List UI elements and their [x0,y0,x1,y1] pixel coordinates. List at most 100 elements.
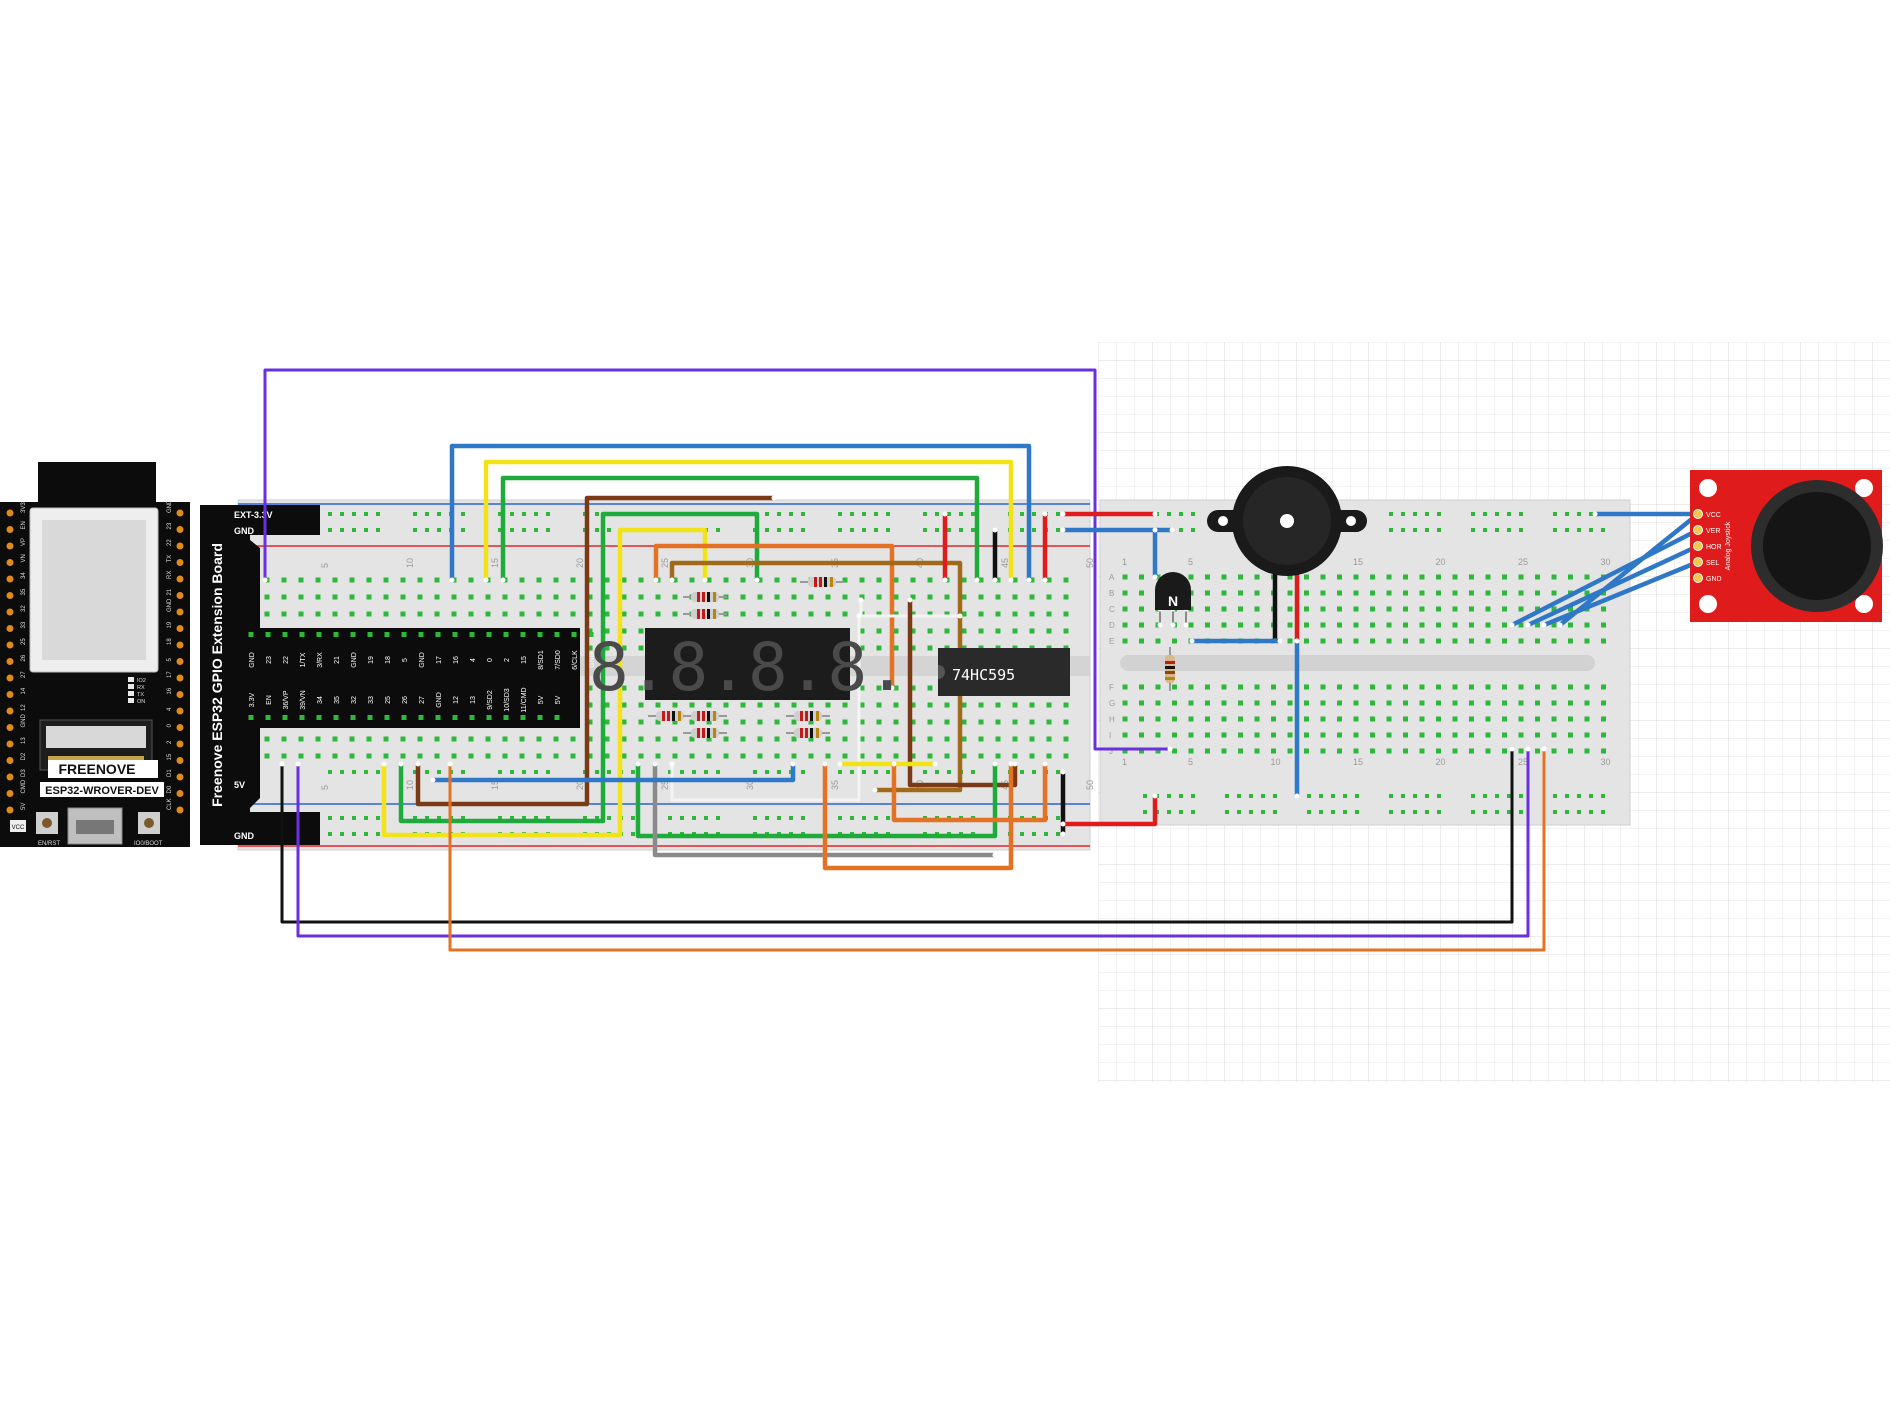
resistor [1165,647,1175,691]
wire-purple-long [296,747,1530,938]
svg-text:IO2: IO2 [137,678,146,684]
svg-text:VP: VP [21,538,27,546]
esp-pin [6,608,14,616]
svg-text:5V: 5V [538,695,545,704]
esp-pin [176,641,184,649]
header-pin [316,715,322,720]
svg-text:IO0/BOOT: IO0/BOOT [134,841,163,847]
svg-text:23: 23 [167,522,173,529]
header-pin [333,632,339,637]
svg-text:33: 33 [368,696,375,704]
svg-text:7/SD0: 7/SD0 [555,650,562,670]
esp-pin [176,773,184,781]
column-number: 25 [1518,557,1528,567]
column-number: 30 [745,780,755,790]
esp-pin [6,790,14,797]
wires [262,368,1701,952]
buzzer [1207,466,1367,576]
wire-joy-hor [1525,543,1701,628]
svg-text:VCC: VCC [12,825,25,831]
esp-pin [6,773,14,781]
resistor [786,711,830,721]
wire-red-bridge [1060,793,1158,827]
svg-text:D2: D2 [21,752,27,760]
rail-label-ext33v: EXT-3.3V [234,510,273,520]
svg-text:21: 21 [167,588,173,595]
buzzer-hole [1280,514,1294,528]
column-number: 20 [1436,557,1446,567]
wire-green-2 [398,511,760,824]
svg-text:15: 15 [167,753,173,760]
header-pin [350,715,356,720]
display-digits: 8.8.8.8. [589,629,907,706]
esp-pin [6,542,14,550]
header-pin [248,632,254,637]
header-pin [503,715,509,720]
header-pin [537,715,543,720]
esp-pin [176,724,184,731]
header-pin [452,715,458,720]
rail-label-gnd-bottom: GND [234,831,255,841]
svg-text:VN: VN [21,554,27,562]
header-pin [486,632,492,637]
svg-text:32: 32 [21,605,27,612]
wire-green-arch [500,475,980,583]
wire-joy-ver [1509,527,1701,628]
model-label: ESP32-WROVER-DEV [45,785,159,797]
header-pin [554,632,560,637]
wire-purple-top [263,368,1172,751]
svg-text:2: 2 [167,740,173,744]
column-number: 50 [1085,780,1095,790]
wire-blue-bottom [430,761,796,783]
wire-orange-2 [822,761,1014,871]
esp-pin [176,757,184,764]
header-pin [452,632,458,637]
joystick-pin-label: VCC [1706,512,1721,519]
svg-text:16: 16 [167,687,173,694]
svg-text:2: 2 [504,658,511,662]
svg-text:EN: EN [21,521,27,529]
svg-text:27: 27 [419,696,426,704]
svg-text:12: 12 [21,704,27,711]
svg-text:D3: D3 [21,769,27,777]
svg-text:35: 35 [21,588,27,595]
rail-label-gnd-top: GND [234,526,255,536]
wire-orange-3 [891,761,1048,823]
esp-pin [176,526,184,533]
chip-label: 74HC595 [952,666,1015,684]
esp-pin [176,674,184,682]
svg-text:26: 26 [21,654,27,661]
resistor [683,728,727,738]
header-pin [299,715,305,720]
svg-text:19: 19 [167,621,173,628]
svg-text:CMD: CMD [21,779,27,793]
esp-pin [176,575,184,583]
esp-pin [176,542,184,550]
brand-label: FREENOVE [58,761,135,777]
svg-text:18: 18 [385,656,392,664]
row-letter: C [1109,605,1115,614]
esp-pin [6,757,14,764]
svg-text:4: 4 [167,707,173,711]
wire-gray [652,761,998,858]
column-number: 10 [405,780,415,790]
column-number: 15 [1353,757,1363,767]
svg-text:13: 13 [21,737,27,744]
header-pin [537,632,543,637]
svg-text:D0: D0 [167,785,173,793]
svg-text:GND: GND [21,714,27,728]
row-letter: B [1109,589,1114,598]
svg-text:RX: RX [137,685,145,691]
header-pin [282,632,288,637]
svg-text:36/VP: 36/VP [283,690,290,709]
row-letter: E [1109,637,1114,646]
resistor [800,577,844,587]
wire-blue-arch [449,443,1032,583]
column-number: 20 [575,558,585,568]
wire-yellow-2 [381,527,708,838]
column-number: 45 [1000,558,1010,568]
column-number: 15 [490,558,500,568]
esp-pin [6,806,14,814]
npn-transistor: N [1155,572,1191,610]
